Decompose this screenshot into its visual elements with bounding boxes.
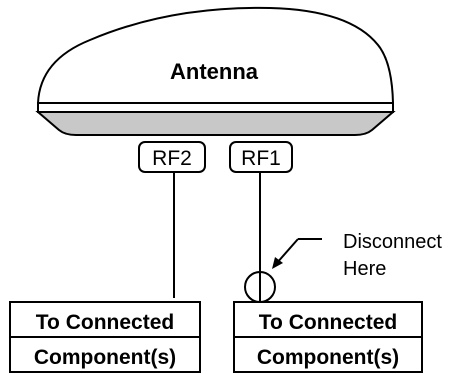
antenna-label: Antenna [170,59,259,84]
callout-arrowhead [272,257,283,269]
connected-component-left: To Connected Component(s) [9,301,201,373]
callout-arrow-shaft [275,238,299,265]
antenna-dome [37,6,394,113]
component-right-line1: To Connected [259,311,397,334]
rf1-port: RF1 [229,141,293,173]
rf2-port-label: RF2 [152,147,192,170]
rf2-port: RF2 [138,141,206,173]
antenna-base [35,111,396,136]
antenna-rim [37,102,394,113]
component-left-line2: Component(s) [34,346,176,369]
connected-component-right: To Connected Component(s) [233,301,423,373]
callout-text-line1: Disconnect [343,231,442,253]
component-right-line2: Component(s) [257,346,399,369]
rf2-port-box [138,141,206,173]
antenna-unit: Antenna [35,6,396,136]
rf1-port-label: RF1 [241,147,281,170]
component-left-line1: To Connected [36,311,174,334]
callout-text-line2: Here [343,258,386,280]
